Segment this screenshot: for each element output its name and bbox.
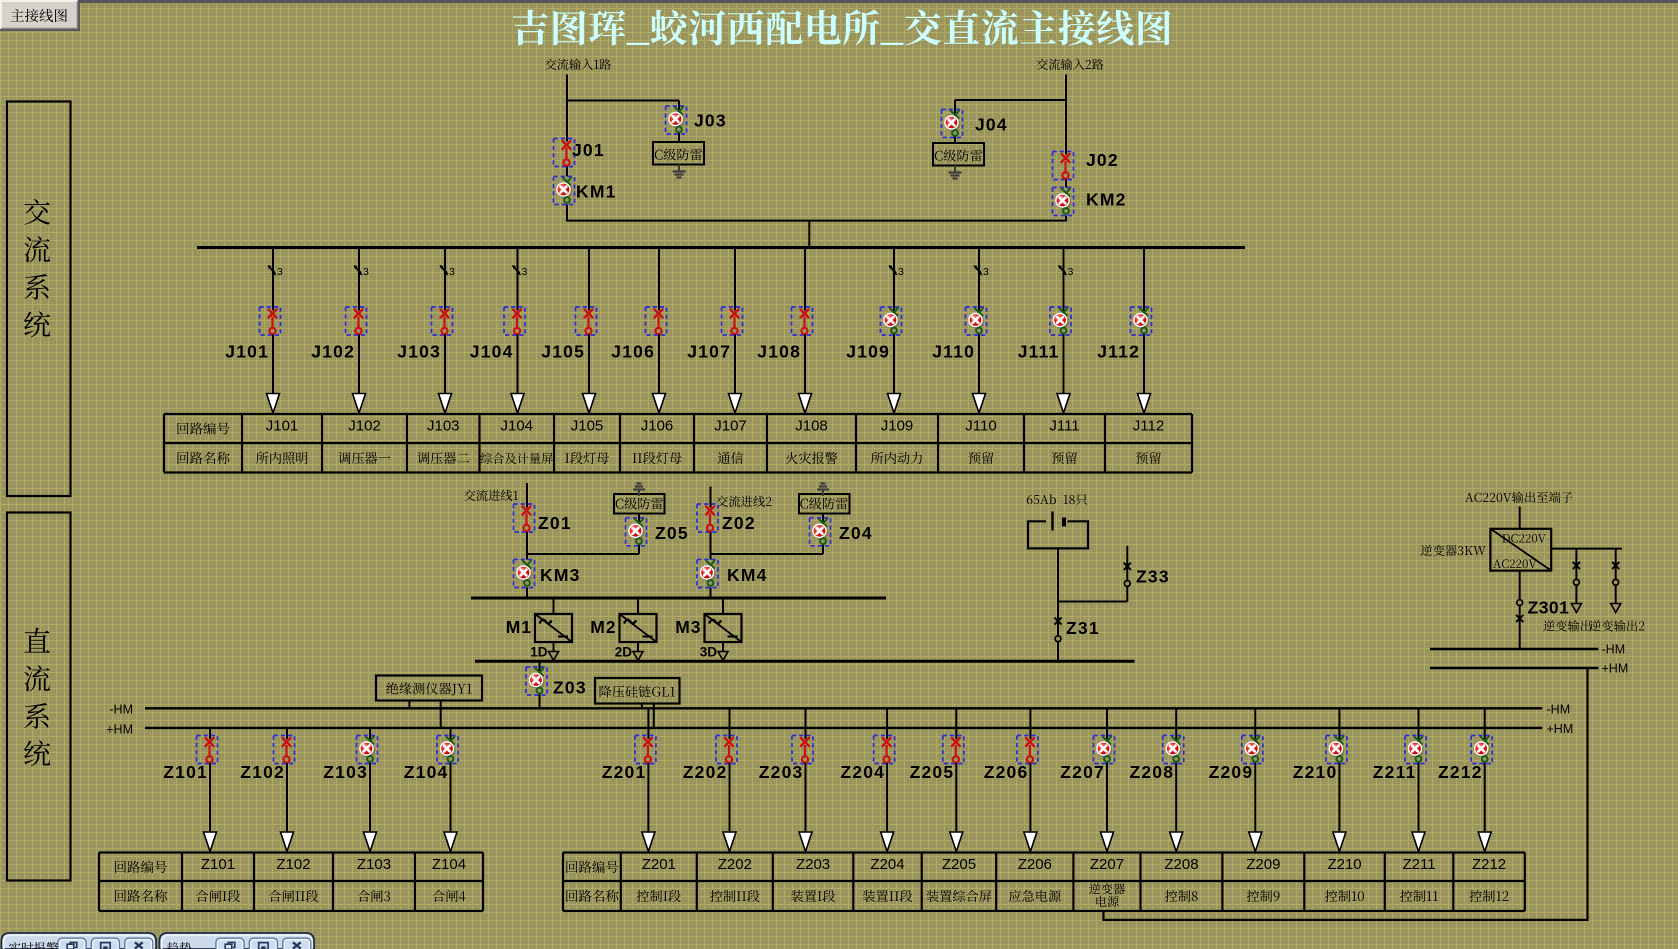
svg-text:Z104: Z104 bbox=[404, 762, 449, 782]
svg-text:+HM: +HM bbox=[1602, 662, 1629, 676]
svg-text:3: 3 bbox=[449, 266, 455, 278]
svg-text:J102: J102 bbox=[311, 342, 355, 362]
svg-text:J104: J104 bbox=[470, 342, 514, 362]
svg-text:Z103: Z103 bbox=[357, 856, 391, 873]
svg-text:J105: J105 bbox=[571, 418, 604, 435]
svg-text:Z101: Z101 bbox=[201, 856, 235, 873]
svg-text:-HM: -HM bbox=[1602, 643, 1626, 657]
svg-text:J04: J04 bbox=[975, 115, 1008, 135]
svg-text:J112: J112 bbox=[1133, 418, 1164, 435]
svg-text:M2: M2 bbox=[590, 617, 616, 637]
svg-text:Z102: Z102 bbox=[276, 856, 310, 873]
svg-text:J106: J106 bbox=[611, 342, 655, 362]
svg-text:J109: J109 bbox=[881, 418, 914, 435]
svg-text:J01: J01 bbox=[572, 140, 605, 160]
svg-text:Z102: Z102 bbox=[240, 762, 285, 782]
svg-text:Z204: Z204 bbox=[840, 762, 885, 782]
svg-text:KM4: KM4 bbox=[727, 565, 768, 585]
svg-text:Z201: Z201 bbox=[642, 856, 676, 873]
svg-text:1D: 1D bbox=[530, 645, 548, 660]
svg-text:Z207: Z207 bbox=[1060, 762, 1105, 782]
svg-text:J111: J111 bbox=[1018, 342, 1060, 362]
svg-text:Z206: Z206 bbox=[984, 762, 1029, 782]
svg-text:KM3: KM3 bbox=[540, 565, 581, 585]
svg-text:3: 3 bbox=[898, 266, 904, 278]
svg-text:Z202: Z202 bbox=[683, 762, 728, 782]
svg-text:J105: J105 bbox=[541, 342, 585, 362]
svg-text:Z209: Z209 bbox=[1209, 762, 1254, 782]
svg-text:Z203: Z203 bbox=[759, 762, 804, 782]
svg-text:J106: J106 bbox=[641, 418, 674, 435]
svg-text:J101: J101 bbox=[225, 342, 269, 362]
svg-text:Z104: Z104 bbox=[432, 856, 466, 873]
svg-text:Z33: Z33 bbox=[1136, 567, 1170, 587]
svg-text:J103: J103 bbox=[427, 418, 460, 435]
svg-text:M1: M1 bbox=[506, 617, 532, 637]
svg-text:J110: J110 bbox=[965, 418, 996, 435]
svg-text:J107: J107 bbox=[714, 418, 747, 435]
svg-text:J03: J03 bbox=[694, 111, 727, 131]
svg-text:Z211: Z211 bbox=[1403, 856, 1436, 873]
svg-text:Z205: Z205 bbox=[910, 762, 955, 782]
svg-text:Z101: Z101 bbox=[163, 762, 208, 782]
svg-text:3: 3 bbox=[983, 266, 989, 278]
svg-text:Z301: Z301 bbox=[1528, 598, 1570, 618]
svg-text:J111: J111 bbox=[1049, 418, 1079, 435]
svg-text:Z208: Z208 bbox=[1164, 856, 1198, 873]
svg-text:J110: J110 bbox=[932, 342, 975, 362]
svg-text:Z205: Z205 bbox=[942, 856, 976, 873]
svg-text:+HM: +HM bbox=[106, 723, 133, 737]
svg-text:J104: J104 bbox=[500, 418, 533, 435]
svg-text:Z03: Z03 bbox=[553, 678, 587, 698]
svg-text:KM2: KM2 bbox=[1086, 190, 1127, 210]
svg-text:3D: 3D bbox=[700, 645, 718, 660]
svg-text:Z05: Z05 bbox=[655, 523, 689, 543]
svg-text:Z209: Z209 bbox=[1246, 856, 1280, 873]
svg-text:3: 3 bbox=[277, 266, 283, 278]
svg-text:Z203: Z203 bbox=[796, 856, 830, 873]
svg-text:M3: M3 bbox=[675, 617, 701, 637]
svg-text:+HM: +HM bbox=[1547, 722, 1574, 736]
svg-text:Z31: Z31 bbox=[1066, 618, 1100, 638]
svg-text:Z210: Z210 bbox=[1293, 762, 1338, 782]
svg-text:3: 3 bbox=[1068, 266, 1074, 278]
svg-text:J107: J107 bbox=[687, 342, 731, 362]
svg-text:J108: J108 bbox=[757, 342, 801, 362]
svg-text:Z204: Z204 bbox=[870, 856, 904, 873]
svg-text:J112: J112 bbox=[1097, 342, 1140, 362]
svg-text:Z01: Z01 bbox=[538, 513, 572, 533]
svg-text:Z212: Z212 bbox=[1438, 762, 1483, 782]
svg-text:3: 3 bbox=[363, 266, 369, 278]
svg-text:J108: J108 bbox=[795, 418, 828, 435]
svg-text:Z04: Z04 bbox=[839, 523, 873, 543]
svg-text:Z210: Z210 bbox=[1327, 856, 1361, 873]
svg-text:2D: 2D bbox=[615, 645, 633, 660]
svg-text:3: 3 bbox=[522, 266, 528, 278]
svg-text:-HM: -HM bbox=[109, 703, 133, 717]
svg-text:Z02: Z02 bbox=[722, 513, 756, 533]
svg-text:Z202: Z202 bbox=[718, 856, 752, 873]
svg-text:Z208: Z208 bbox=[1129, 762, 1174, 782]
svg-text:KM1: KM1 bbox=[576, 182, 617, 202]
svg-text:Z201: Z201 bbox=[602, 762, 647, 782]
svg-text:J103: J103 bbox=[397, 342, 441, 362]
svg-text:Z206: Z206 bbox=[1018, 856, 1052, 873]
svg-text:J102: J102 bbox=[348, 418, 381, 435]
svg-text:J109: J109 bbox=[846, 342, 890, 362]
svg-text:Z103: Z103 bbox=[323, 762, 368, 782]
svg-text:Z212: Z212 bbox=[1472, 856, 1506, 873]
svg-text:Z207: Z207 bbox=[1090, 856, 1124, 873]
svg-text:J02: J02 bbox=[1086, 150, 1119, 170]
svg-text:Z211: Z211 bbox=[1373, 762, 1417, 782]
svg-text:J101: J101 bbox=[266, 418, 299, 435]
svg-text:-HM: -HM bbox=[1547, 703, 1571, 717]
